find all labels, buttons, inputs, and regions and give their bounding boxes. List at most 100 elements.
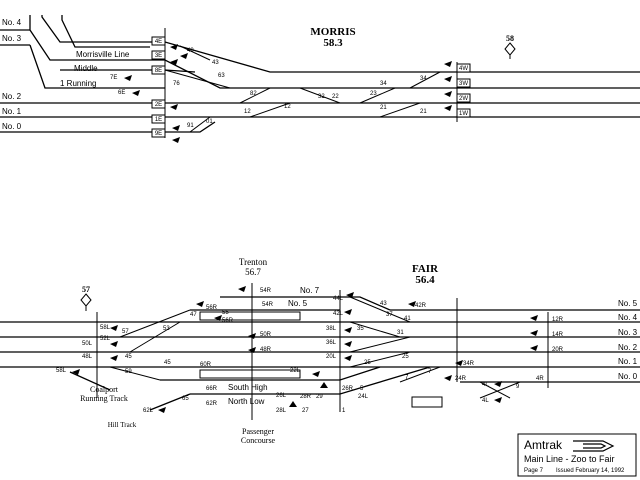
morris-track-label: No. 1 bbox=[2, 107, 22, 116]
switch-number: 7 bbox=[428, 369, 432, 375]
morris-station-name: MORRIS bbox=[310, 26, 355, 38]
signal-heads-fair-icon bbox=[72, 286, 538, 413]
signal-12r: 12R bbox=[552, 317, 564, 323]
signal-44l: 44L bbox=[333, 296, 344, 302]
morris-track-label: No. 2 bbox=[2, 92, 22, 101]
signal-52l: 52L bbox=[100, 336, 111, 342]
signal-62l: 62L bbox=[143, 408, 154, 414]
switch-number: 12 bbox=[284, 104, 291, 110]
trenton-station-name: Trenton bbox=[239, 257, 268, 267]
signal-1w bbox=[456, 108, 471, 118]
morris-track-label: No. 3 bbox=[2, 34, 22, 43]
signal-58l: 58L bbox=[56, 368, 67, 374]
svg-text:8E: 8E bbox=[155, 68, 162, 74]
track-no-3 bbox=[29, 15, 640, 89]
track-no-0 bbox=[0, 121, 216, 133]
station-building bbox=[411, 396, 443, 408]
switch-number: 55 bbox=[222, 310, 229, 316]
svg-text:2W: 2W bbox=[459, 96, 468, 102]
signal-7e: 7E bbox=[110, 75, 117, 81]
fair-track-north-low: North Low bbox=[228, 397, 265, 406]
svg-text:3E: 3E bbox=[155, 53, 162, 59]
switch-number: 23 bbox=[370, 91, 377, 97]
signal-42l: 42L bbox=[333, 311, 344, 317]
switch-number: 29 bbox=[316, 394, 323, 400]
switch-number: 21 bbox=[420, 109, 427, 115]
signal-20r: 20R bbox=[552, 347, 564, 353]
morris-track-label: No. 0 bbox=[2, 122, 22, 131]
svg-text:1E: 1E bbox=[155, 117, 162, 123]
signal-42r: 42R bbox=[415, 303, 427, 309]
switch-number: 1 bbox=[342, 408, 346, 414]
milepost-marker-bottom-icon bbox=[80, 293, 92, 307]
signal-62r: 62R bbox=[206, 401, 218, 407]
fair-track-no-7 bbox=[220, 296, 391, 311]
switch-number: 41 bbox=[404, 316, 411, 322]
morris-track-label: Middle bbox=[74, 64, 98, 73]
fair-interlocking: Trenton 56.7 FAIR 56.4 57 No. 5 No. 4 No… bbox=[0, 257, 640, 445]
signal-2w bbox=[456, 93, 471, 103]
trenton-milepost: 56.7 bbox=[245, 267, 261, 277]
issue-date: Issued February 14, 1992 bbox=[556, 468, 625, 474]
passenger-concourse-label: Passenger bbox=[242, 427, 274, 436]
switch-number: 7 bbox=[405, 375, 409, 381]
diagram-title: Main Line - Zoo to Fair bbox=[524, 454, 615, 464]
switch-number: 63 bbox=[218, 73, 225, 79]
switch-number: 37 bbox=[386, 312, 393, 318]
switch-number: 01 bbox=[206, 119, 213, 125]
signal-1e bbox=[151, 114, 166, 124]
signal-8e bbox=[151, 65, 166, 75]
switch-number: 27 bbox=[302, 408, 309, 414]
svg-text:2E: 2E bbox=[155, 102, 162, 108]
track-morrisville bbox=[61, 15, 150, 48]
switch-number: 21 bbox=[380, 105, 387, 111]
fair-track-label: No. 0 bbox=[618, 372, 638, 381]
switch-number: 25 bbox=[364, 360, 371, 366]
track-no-4 bbox=[41, 15, 640, 73]
signal-28l: 28L bbox=[276, 408, 287, 414]
switch-number: 82 bbox=[250, 91, 257, 97]
signal-3w bbox=[456, 78, 471, 88]
coalport-track-line bbox=[69, 371, 111, 391]
morris-interlocking: MORRIS 58.3 58 No. 4 No. 3 Morrisville L… bbox=[0, 15, 640, 143]
switch-number: 49 bbox=[187, 48, 194, 54]
switch-number: 22 bbox=[332, 94, 339, 100]
hill-track-label: Hill Track bbox=[108, 421, 137, 429]
signal-4r: 4R bbox=[536, 376, 544, 382]
coalport-label: Running Track bbox=[80, 394, 128, 403]
signal-38l: 38L bbox=[326, 326, 337, 332]
svg-text:4W: 4W bbox=[459, 66, 468, 72]
hill-track-line bbox=[149, 393, 191, 411]
signal-2e bbox=[151, 99, 166, 109]
fair-milepost: 56.4 bbox=[415, 274, 435, 286]
switch-number: 45 bbox=[164, 360, 171, 366]
signal-4e bbox=[151, 36, 166, 46]
signal-3e bbox=[151, 50, 166, 60]
signal-50l: 50L bbox=[82, 341, 93, 347]
signal-4w bbox=[456, 63, 471, 73]
switch-number: 53 bbox=[163, 326, 170, 332]
signal-50r: 50R bbox=[260, 332, 272, 338]
svg-text:9E: 9E bbox=[155, 131, 162, 137]
signal-54r: 54R bbox=[260, 288, 272, 294]
signal-48r: 48R bbox=[260, 347, 272, 353]
signal-24r: 24R bbox=[455, 376, 467, 382]
fair-track-no5: No. 5 bbox=[288, 299, 308, 308]
signal-14r: 14R bbox=[552, 332, 564, 338]
signal-48l: 48L bbox=[82, 354, 93, 360]
switch-number: 47 bbox=[190, 312, 197, 318]
switch-number: 76 bbox=[173, 81, 180, 87]
fair-track-label: No. 5 bbox=[618, 299, 638, 308]
signal-54r: 54R bbox=[262, 302, 274, 308]
fair-track-no7: No. 7 bbox=[300, 286, 320, 295]
milepost-marker-top-icon bbox=[504, 42, 516, 56]
switch-number: 12 bbox=[244, 109, 251, 115]
switch-number: 91 bbox=[187, 123, 194, 129]
switch-number: 25 bbox=[402, 354, 409, 360]
signal-22l: 22L bbox=[290, 368, 301, 374]
switch-number: 32 bbox=[318, 94, 325, 100]
svg-text:4E: 4E bbox=[155, 39, 162, 45]
switch-number: 34 bbox=[420, 76, 427, 82]
switch-number: 45 bbox=[125, 354, 132, 360]
svg-text:3W: 3W bbox=[459, 81, 468, 87]
